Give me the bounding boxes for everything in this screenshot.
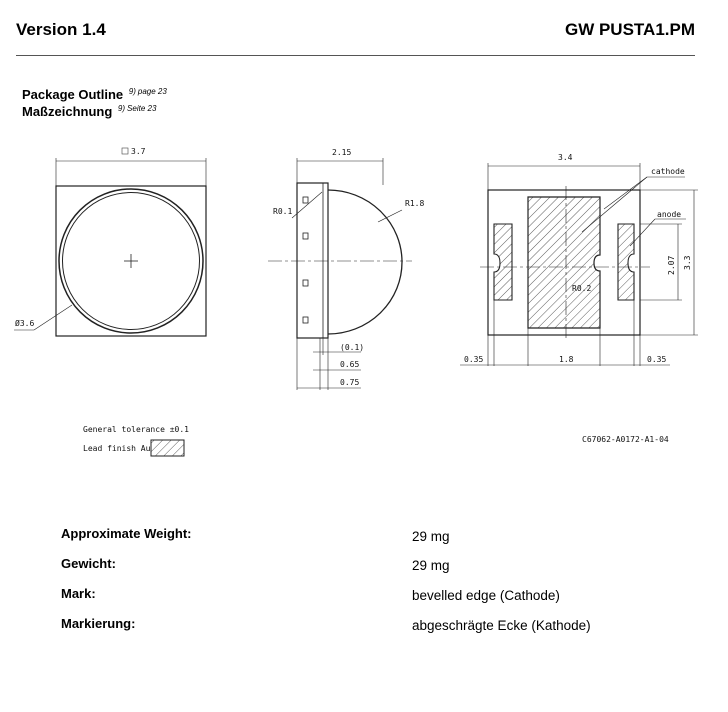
label-cathode: cathode	[651, 167, 685, 176]
dim-side-radius-large: R1.8	[405, 199, 424, 208]
dim-bottom-radius: R0.2	[572, 284, 591, 293]
dim-bottom-pad-left: 0.35	[464, 355, 483, 364]
top-view	[14, 158, 207, 337]
label-markierung: Markierung:	[61, 616, 136, 631]
bottom-view	[460, 163, 698, 366]
label-mark: Mark:	[61, 586, 96, 601]
value-gewicht: 29 mg	[412, 558, 450, 573]
dim-bottom-pad-right: 0.35	[647, 355, 666, 364]
dim-top-width: 3.7	[131, 147, 146, 156]
dim-bottom-height-inner: 2.07	[667, 256, 676, 275]
header-divider	[16, 55, 695, 56]
lead-finish: Lead finish Au	[83, 444, 151, 453]
product-name: GW PUSTA1.PM	[564, 20, 695, 39]
dim-side-075: 0.75	[340, 378, 359, 387]
dim-side-radius-small: R0.1	[273, 207, 292, 216]
dim-side-width: 2.15	[332, 148, 351, 157]
label-gewicht: Gewicht:	[61, 556, 116, 571]
label-approx-weight: Approximate Weight:	[61, 526, 192, 541]
dim-side-065: 0.65	[340, 360, 359, 369]
value-markierung: abgeschrägte Ecke (Kathode)	[412, 618, 591, 633]
drawing-id: C67062-A0172-A1-04	[582, 435, 669, 444]
square-symbol-icon	[121, 147, 129, 155]
document-version: Version 1.4	[16, 20, 106, 39]
footnote-ref: 9)	[128, 87, 136, 96]
dim-bottom-height-outer: 3.3	[683, 255, 692, 270]
dim-top-diameter: Ø3.6	[15, 318, 34, 328]
page-ref-en: page 23	[137, 87, 167, 96]
section-title-de: Maßzeichnung 9)Seite 23	[22, 104, 157, 119]
value-mark: bevelled edge (Cathode)	[412, 588, 560, 603]
dim-side-01: (0.1)	[340, 343, 364, 352]
dim-bottom-width: 3.4	[558, 153, 573, 162]
footnote-ref-de: 9)	[117, 104, 126, 113]
general-tolerance: General tolerance ±0.1	[83, 425, 189, 434]
value-approx-weight: 29 mg	[412, 529, 450, 544]
dim-bottom-pad-center: 1.8	[559, 355, 574, 364]
section-title-en: Package Outline 9)page 23	[22, 87, 167, 102]
lead-finish-hatch-swatch	[150, 439, 185, 457]
page-ref-de: Seite 23	[127, 104, 157, 113]
label-anode: anode	[657, 210, 681, 219]
side-view	[268, 158, 412, 390]
